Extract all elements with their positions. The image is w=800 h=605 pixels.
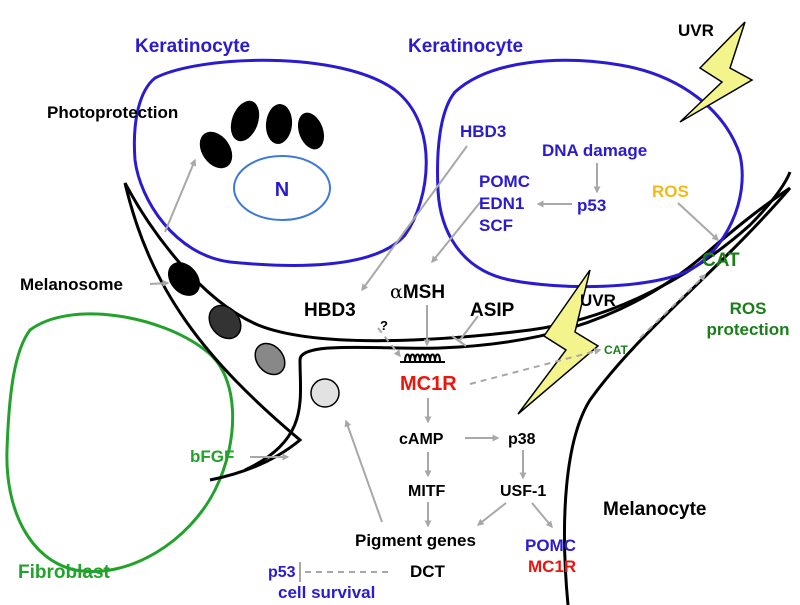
melanocyte-inner-edge: [123, 182, 303, 482]
alpha-msh-label: αMSH: [390, 281, 445, 303]
nucleus: [233, 155, 331, 221]
arrow-hbd3-to-mc1r: [377, 327, 401, 358]
melanosome-cap-4: [297, 112, 325, 150]
melanosome-cap-1: [199, 131, 233, 169]
camp-label: cAMP: [399, 431, 444, 448]
keratinocyte-left-outline: [132, 58, 428, 267]
edn1-label: EDN1: [479, 194, 524, 213]
pomc-keratinocyte-label: POMC: [479, 172, 530, 191]
arrow-ros-to-cat: [677, 202, 720, 241]
dna-damage-label: DNA damage: [542, 141, 647, 160]
ros-label: ROS: [652, 182, 689, 201]
seven-transmembrane-receptor-icon: [400, 353, 445, 363]
photoprotection-label: Photoprotection: [47, 103, 178, 122]
uvr-top-label: UVR: [678, 21, 714, 40]
cat-small-label: CAT: [604, 343, 628, 357]
question-mark-label: ?: [380, 318, 388, 333]
mc1r-label: MC1R: [400, 373, 457, 395]
arrow-usf1-to-pomc: [531, 502, 553, 529]
inhibit-asip-mc1r-bar: [451, 335, 467, 347]
cell-survival-label: cell survival: [278, 583, 375, 602]
p38-label: p38: [508, 431, 536, 448]
cat-big-label: CAT: [702, 250, 740, 271]
hbd3-keratinocyte-label: HBD3: [460, 122, 506, 141]
arrow-melanosome-to-photoprotection: [164, 158, 197, 233]
ros-protection-label-line2: protection: [706, 320, 789, 339]
bfgf-label: bFGF: [190, 447, 234, 466]
asip-label: ASIP: [470, 300, 515, 321]
melanosome-cap-2: [230, 100, 260, 142]
hbd3-label: HBD3: [304, 300, 356, 321]
melanosome-stage-1: [310, 378, 340, 408]
melanosome-label: Melanosome: [20, 275, 123, 294]
p53-out-label: p53: [268, 564, 296, 581]
keratinocyte-left-label: Keratinocyte: [135, 36, 250, 57]
melanocyte-label: Melanocyte: [603, 499, 706, 520]
dct-label: DCT: [410, 562, 446, 581]
arrow-label-to-melanosome: [149, 279, 170, 287]
arrow-mc1r-to-cat: [469, 348, 602, 385]
arrow-cat-to-catbig: [639, 274, 707, 339]
pomc-out-label: POMC: [525, 536, 576, 555]
inhibit-asip-mc1r: [459, 315, 479, 341]
uvr-mid-label: UVR: [580, 291, 616, 310]
ros-protection-label-line1: ROS: [730, 299, 767, 318]
arrow-usf1-to-pigment: [476, 502, 507, 526]
usf1-label: USF-1: [500, 483, 546, 500]
melanosome-stage-3: [208, 304, 242, 340]
melanocyte-right-edge: [563, 187, 792, 605]
arrow-pomc-to-amsh: [431, 199, 483, 264]
melanosome-stage-4: [167, 262, 201, 296]
arrow-hbd3-down: [361, 145, 468, 292]
scf-label: SCF: [479, 216, 513, 235]
mc1r-out-label: MC1R: [528, 557, 576, 576]
alpha-symbol: α: [390, 281, 403, 303]
arrow-pigment-to-melanosome: [344, 419, 383, 523]
keratinocyte-right-outline: [436, 58, 744, 289]
nucleus-label: N: [275, 179, 289, 201]
p53-keratinocyte-label: p53: [577, 196, 606, 215]
melanosome-cap-3: [265, 104, 293, 144]
msh-text: MSH: [403, 282, 445, 303]
keratinocyte-right-label: Keratinocyte: [408, 36, 523, 57]
fibroblast-outline: [5, 312, 235, 573]
melanosome-stage-2: [254, 342, 286, 376]
mitf-label: MITF: [408, 483, 446, 500]
lightning-bolt-icon: [517, 269, 600, 415]
fibroblast-label: Fibroblast: [18, 562, 111, 583]
melanocyte-outline-upper: [123, 171, 792, 343]
pigment-genes-label: Pigment genes: [355, 531, 476, 550]
lightning-bolt-icon: [679, 21, 754, 123]
